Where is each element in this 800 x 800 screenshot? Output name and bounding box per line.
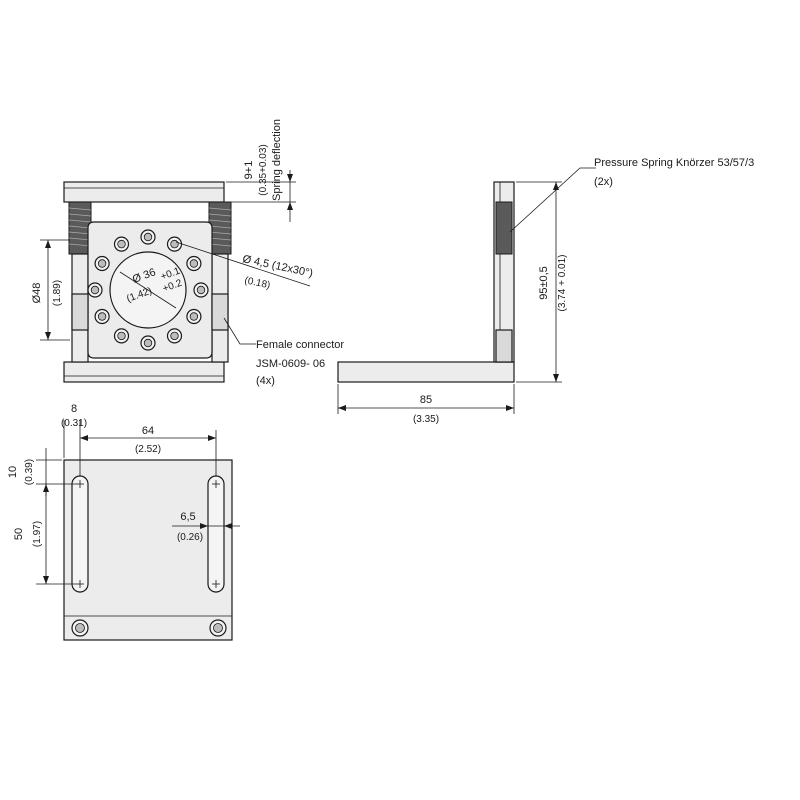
top-dim-inch: (0.39) [24, 459, 35, 485]
offset-dim-inch: (0.31) [61, 418, 87, 429]
female-connector-block [211, 293, 229, 331]
right-slot [207, 475, 225, 593]
bottom-plate [63, 459, 233, 641]
connector-count: (4x) [256, 375, 275, 387]
side-width-value: 85 [420, 394, 432, 406]
slot-spacing-inch: (2.52) [135, 444, 161, 455]
bolt-hole-inner [97, 259, 107, 268]
spring-dim-note: Spring deflection [271, 119, 283, 201]
slot-length-value: 50 [13, 528, 25, 540]
spring-count: (2x) [594, 176, 613, 188]
left-slot [71, 475, 89, 593]
connector-part: JSM-0609- 06 [256, 358, 325, 370]
offset-dim-value: 8 [71, 403, 77, 415]
side-height-inch: (3.74 + 0.01) [557, 255, 568, 312]
slot-spacing-value: 64 [142, 425, 154, 437]
bolt-hole-inner [117, 239, 126, 249]
side-height-value: 95±0,5 [538, 266, 550, 300]
slot-width-inch: (0.26) [177, 532, 203, 543]
front-view: Ø48 (1.89) Ø 36 +0.1 +0.2 (1.42) Ø 4,5 (… [31, 119, 344, 387]
spring-dim-inch: (0.35+0.03) [258, 144, 269, 195]
spring-dim-value: 9+1 [243, 161, 255, 180]
slot-length-inch: (1.97) [32, 521, 43, 547]
bolt-hole-inner [97, 312, 107, 321]
bolt-hole-inner [170, 331, 179, 341]
slot-width-value: 6,5 [180, 511, 195, 523]
bolt-hole-inner [143, 338, 153, 348]
front-height-value: Ø48 [31, 283, 43, 304]
bolt-hole-inner [189, 259, 199, 268]
top-dim-value: 10 [7, 466, 19, 478]
bolt-hole-circle [87, 229, 209, 351]
bolt-hole-inner [143, 232, 153, 242]
side-width-inch: (3.35) [413, 414, 439, 425]
front-bottom-bar [63, 361, 225, 383]
bolt-hole-inner [90, 285, 100, 295]
front-top-bar [63, 181, 225, 203]
bolt-hole-inner [189, 312, 199, 321]
bottom-view: 8 (0.31) 64 (2.52) 10 (0.39) 50 (1.97) 6… [7, 403, 240, 641]
front-height-inch: (1.89) [52, 280, 63, 306]
side-base-plate [337, 361, 515, 383]
bolt-hole-inner [117, 331, 126, 341]
spring-label: Pressure Spring Knörzer 53/57/3 [594, 157, 754, 169]
bolt-hole-inner [170, 239, 179, 249]
side-spring [495, 201, 513, 255]
hole-dim-inch: (0.18) [243, 275, 271, 291]
side-view: Pressure Spring Knörzer 53/57/3 (2x) 95±… [337, 157, 754, 425]
bolt-hole-inner [196, 285, 206, 295]
connector-label: Female connector [256, 339, 344, 351]
